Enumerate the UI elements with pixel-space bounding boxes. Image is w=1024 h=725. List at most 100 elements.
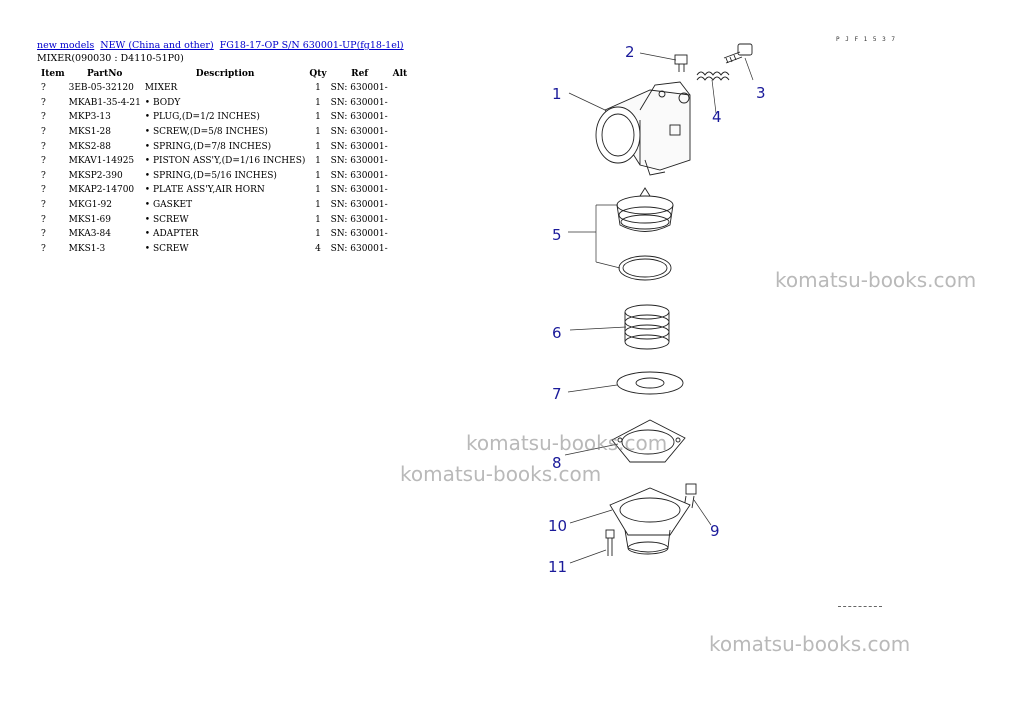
cell-qty: 1 [315,112,321,123]
watermark-4: komatsu-books.com [709,632,911,656]
table-row: ? MKAV1-14925 • PISTON ASS'Y,(D=1/16 INCHE… [37,154,409,169]
callout-6: 6 [552,324,562,342]
callout-5: 5 [552,226,562,244]
cell-description: • PLATE ASS'Y,AIR HORN [144,185,265,196]
corner-code-mark: P J F 1 5 3 7 [836,36,896,43]
part-adapter-drawing [609,487,691,555]
header-ref: Ref [351,68,369,79]
cell-ref: SN: 630001- [330,141,388,152]
parts-table: Item PartNo Description Qty Ref Alt ? 3EB… [37,66,409,256]
callout-1: 1 [552,85,562,103]
cell-ref: SN: 630001- [330,185,388,196]
cell-alt [391,125,410,140]
cell-alt [391,81,410,96]
part-screw-drawing [723,43,753,64]
cell-alt [391,96,410,111]
cell-description: • ADAPTER [144,229,199,240]
callout-7: 7 [552,385,562,403]
cell-alt [391,212,410,227]
cell-description: • BODY [144,97,181,108]
cell-partno: MKS2-88 [68,141,111,152]
cell-qty: 1 [315,170,321,181]
breadcrumb: new models NEW (China and other) FG18-17… [37,40,407,51]
cell-alt [391,139,410,154]
mixer-diagram-svg [564,43,754,564]
cell-ref: SN: 630001- [330,229,388,240]
cell-partno: MKP3-13 [68,112,111,123]
table-row: ? MKAB1-35-4-21• BODY 1 SN: 630001- [37,96,409,111]
corner-dash-mark [838,606,882,607]
cell-description: • PLUG,(D=1/2 INCHES) [144,112,260,123]
callout-3: 3 [756,84,766,102]
table-row: ? MKS1-3 • SCREW 4 SN: 630001- [37,242,409,257]
callout-9: 9 [710,522,720,540]
callout-11: 11 [548,558,568,576]
cell-ref: SN: 630001- [330,243,388,254]
cell-item: ? [41,200,46,211]
cell-item: ? [41,112,46,123]
header-item: Item [41,68,65,79]
cell-qty: 1 [315,97,321,108]
watermark-2: komatsu-books.com [466,431,668,455]
cell-qty: 1 [315,214,321,225]
cell-partno: MKS1-3 [68,243,106,254]
cell-ref: SN: 630001- [330,214,388,225]
cell-ref: SN: 630001- [330,200,388,211]
header-qty: Qty [309,68,327,79]
cell-partno: MKS1-69 [68,214,111,225]
cell-description: • SPRING,(D=5/16 INCHES) [144,170,277,181]
cell-item: ? [41,243,46,254]
cell-ref: SN: 630001- [330,170,388,181]
cell-partno: MKS1-28 [68,127,111,138]
breadcrumb-link-model[interactable]: FG18-17-OP S/N 630001-UP(fg18-1el) [219,40,404,51]
cell-partno: MKSP2-390 [68,170,123,181]
cell-partno: MKAB1-35-4-21 [68,97,141,108]
callout-10: 10 [548,517,568,535]
page-subtitle: MIXER(090030 : D4110-51P0) [37,53,184,64]
cell-item: ? [41,170,46,181]
cell-item: ? [41,83,46,94]
cell-qty: 4 [315,243,321,254]
exploded-parts-diagram [540,30,900,614]
breadcrumb-link-new-models[interactable]: new models [37,40,95,51]
cell-alt [391,110,410,125]
cell-alt [391,169,410,184]
cell-item: ? [41,97,46,108]
cell-description: • SCREW [144,243,189,254]
part-piston-drawing [616,187,674,281]
cell-qty: 1 [315,141,321,152]
cell-qty: 1 [315,185,321,196]
cell-qty: 1 [315,229,321,240]
part-body-drawing [595,81,691,176]
header-alt: Alt [392,68,408,79]
part-spring-drawing [624,304,670,350]
cell-partno: MKAV1-14925 [68,156,135,167]
breadcrumb-link-region[interactable]: NEW (China and other) [100,40,214,51]
cell-description: • GASKET [144,200,193,211]
watermark-3: komatsu-books.com [400,462,602,486]
cell-item: ? [41,229,46,240]
cell-description: • SCREW,(D=5/8 INCHES) [144,127,268,138]
cell-partno: 3EB-05-32120 [68,83,134,94]
cell-description: • PISTON ASS'Y,(D=1/16 INCHES) [144,156,306,167]
table-row: ? MKA3-84 • ADAPTER 1 SN: 630001- [37,227,409,242]
cell-alt [391,198,410,213]
cell-ref: SN: 630001- [330,97,388,108]
cell-description: • SPRING,(D=7/8 INCHES) [144,141,272,152]
cell-ref: SN: 630001- [330,156,388,167]
cell-item: ? [41,127,46,138]
cell-item: ? [41,214,46,225]
watermark-1: komatsu-books.com [775,268,977,292]
cell-partno: MKG1-92 [68,200,112,211]
table-header-row: Item PartNo Description Qty Ref Alt [37,66,409,81]
cell-alt [391,154,410,169]
header-partno: PartNo [86,68,123,79]
cell-item: ? [41,156,46,167]
cell-partno: MKA3-84 [68,229,111,240]
